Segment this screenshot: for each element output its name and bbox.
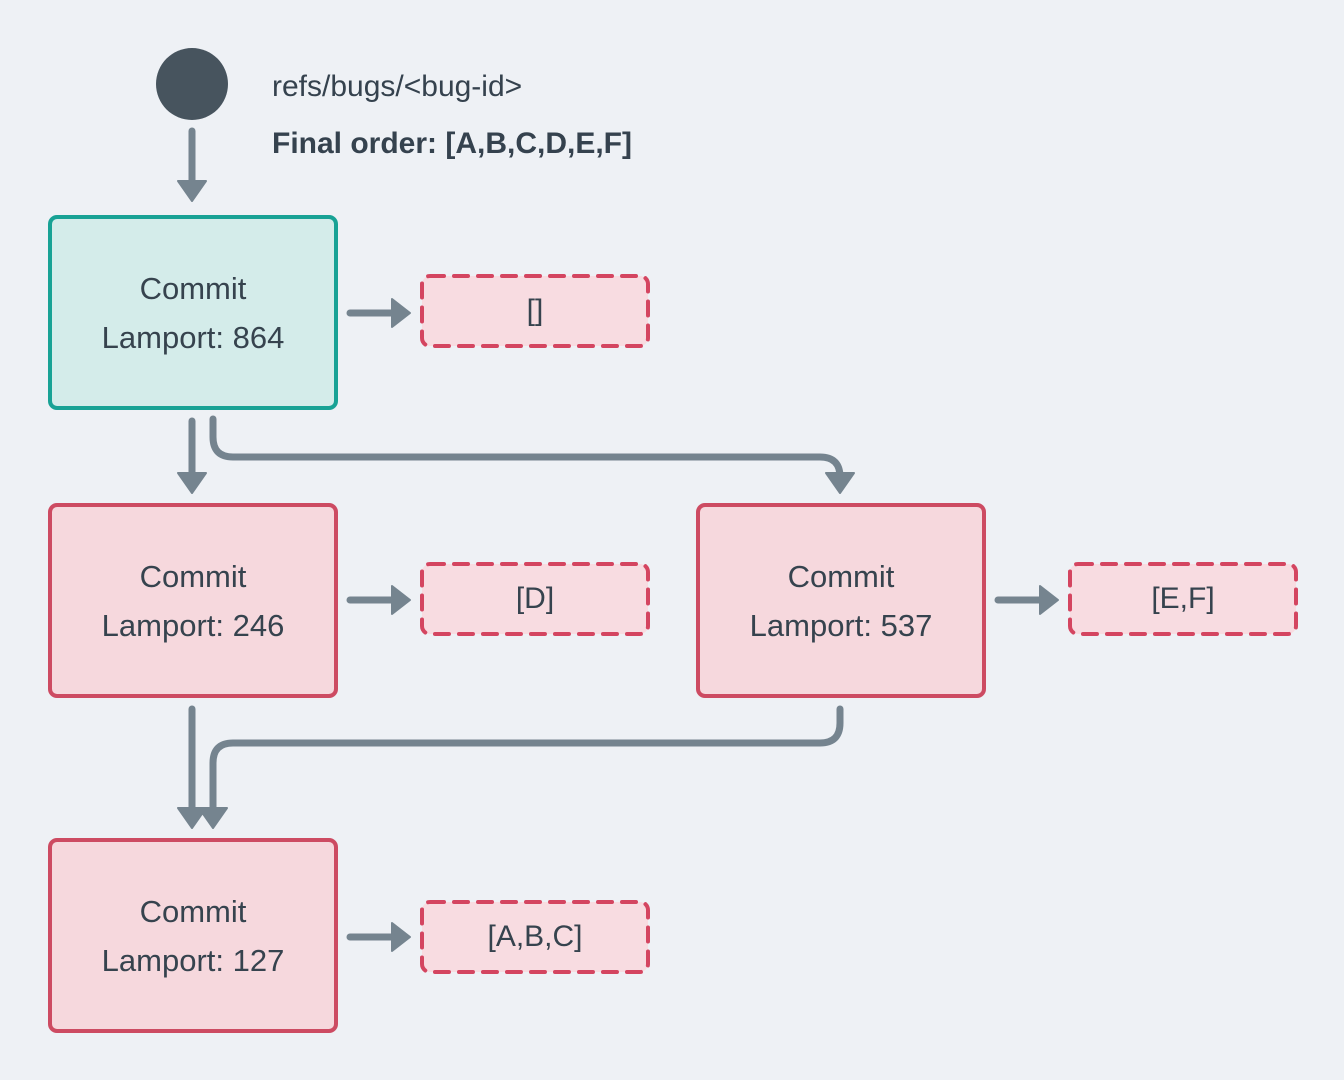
edge-864-to-537 xyxy=(209,415,844,481)
commit-lamport: Lamport: 127 xyxy=(101,942,285,978)
commit-node-246: Commit Lamport: 246 xyxy=(48,503,338,698)
branch-ref-label: refs/bugs/<bug-id> xyxy=(272,70,523,103)
payload-box-246 xyxy=(420,562,650,636)
commit-title: Commit xyxy=(787,558,895,594)
final-order-label: Final order: [A,B,C,D,E,F] xyxy=(272,127,632,160)
arrowhead-down-icon xyxy=(177,807,207,829)
commit-lamport: Lamport: 246 xyxy=(101,607,285,643)
payload-label-864: [] xyxy=(526,294,544,327)
commit-node-127: Commit Lamport: 127 xyxy=(48,838,338,1033)
payload-box-127 xyxy=(420,900,650,974)
branch-ref-node xyxy=(156,48,228,120)
commit-title: Commit xyxy=(139,558,247,594)
commit-title: Commit xyxy=(139,270,247,306)
commit-lamport: Lamport: 537 xyxy=(749,607,933,643)
arrowhead-right-icon xyxy=(391,298,411,328)
arrowhead-down-icon xyxy=(198,807,228,829)
commit-node-537: Commit Lamport: 537 xyxy=(696,503,986,698)
payload-label-246: [D] xyxy=(515,582,555,615)
payload-label-127: [A,B,C] xyxy=(487,920,583,953)
arrowhead-right-icon xyxy=(1039,585,1059,615)
payload-box-537 xyxy=(1068,562,1298,636)
commit-node-864: Commit Lamport: 864 xyxy=(48,215,338,410)
commit-lamport: Lamport: 864 xyxy=(101,319,285,355)
edge-537-to-127 xyxy=(209,705,844,811)
arrowhead-right-icon xyxy=(391,585,411,615)
commit-title: Commit xyxy=(139,893,247,929)
arrowhead-down-icon xyxy=(177,180,207,202)
arrowhead-down-icon xyxy=(825,472,855,494)
payload-box-864 xyxy=(420,274,650,348)
payload-label-537: [E,F] xyxy=(1151,582,1215,615)
arrowhead-down-icon xyxy=(177,472,207,494)
